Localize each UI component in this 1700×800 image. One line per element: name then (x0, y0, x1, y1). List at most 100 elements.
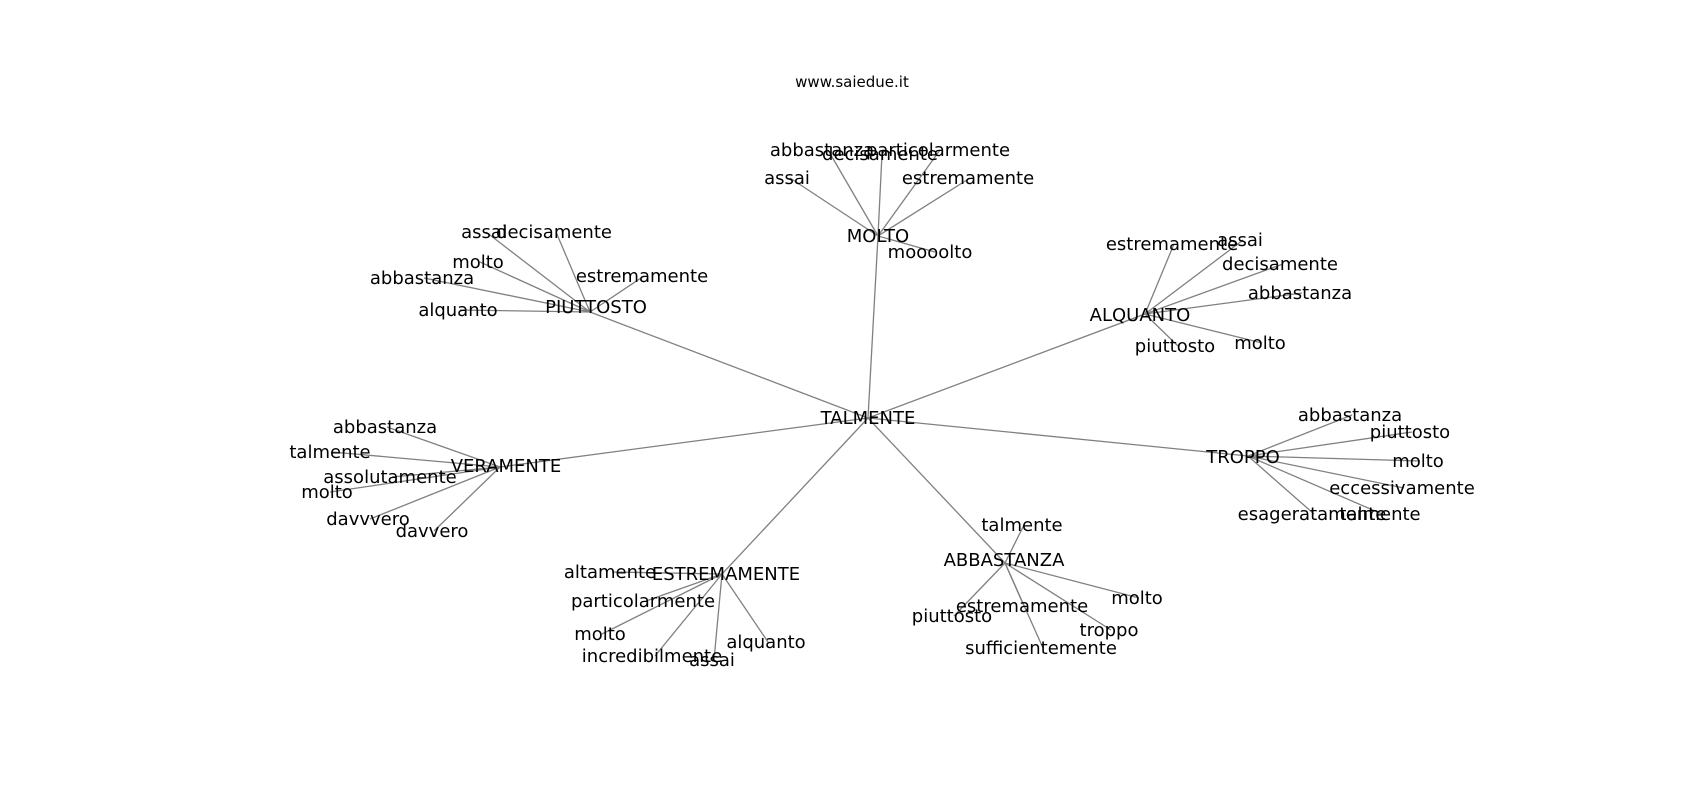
edge-piuttosto-to-decisamente (555, 231, 591, 313)
leaf-label-alquanto-estremamente: estremamente (1106, 234, 1238, 255)
leaf-label-veramente-abbastanza: abbastanza (333, 417, 437, 438)
edge-veramente-to-molto (329, 466, 501, 493)
edge-molto-to-moooolto (877, 235, 936, 253)
hub-label-alquanto: ALQUANTO (1090, 305, 1191, 326)
leaf-label-abbastanza-sufficientemente: sufficientemente (965, 638, 1117, 659)
leaf-label-troppo-abbastanza: abbastanza (1298, 405, 1402, 426)
leaf-label-abbastanza-talmente: talmente (981, 515, 1062, 536)
edge-abbastanza-to-sufficientemente (1004, 562, 1044, 649)
edge-troppo-to-esageratamente (1247, 455, 1315, 515)
edge-center-to-molto (867, 235, 879, 419)
edge-piuttosto-to-assai (485, 231, 591, 313)
edge-troppo-to-abbastanza (1247, 414, 1353, 457)
edge-center-to-piuttosto (589, 311, 869, 419)
edge-piuttosto-to-molto (479, 261, 591, 313)
leaf-label-estremamente-alquanto: alquanto (726, 632, 805, 653)
edge-alquanto-to-decisamente (1144, 263, 1284, 315)
edge-estremamente-to-molto (601, 573, 723, 635)
hub-label-veramente: VERAMENTE (451, 456, 562, 477)
leaf-label-abbastanza-piuttosto: piuttosto (912, 606, 992, 627)
leaf-label-alquanto-abbastanza: abbastanza (1248, 283, 1352, 304)
edge-piuttosto-to-alquanto (459, 309, 591, 313)
edge-center-to-alquanto (867, 313, 1146, 419)
leaf-label-molto-abbastanza: abbastanza (770, 140, 874, 161)
leaf-label-alquanto-decisamente: decisamente (1222, 254, 1338, 275)
edge-troppo-to-eccessivamente (1247, 455, 1405, 489)
leaf-label-piuttosto-abbastanza: abbastanza (370, 268, 474, 289)
leaf-label-estremamente-altamente: altamente (564, 562, 656, 583)
edge-estremamente-to-alquanto (721, 573, 769, 643)
edge-abbastanza-to-troppo (1004, 562, 1112, 631)
edge-piuttosto-to-abbastanza (423, 277, 591, 313)
edge-veramente-to-davvero (433, 466, 501, 532)
edge-molto-to-abbastanza (827, 149, 879, 237)
leaf-label-piuttosto-alquanto: alquanto (418, 300, 497, 321)
edge-veramente-to-abbastanza (386, 426, 501, 468)
hub-label-piuttosto: PIUTTOSTO (545, 297, 647, 318)
edge-center-to-estremamente (721, 417, 869, 575)
edge-veramente-to-talmente (331, 451, 501, 468)
leaf-label-abbastanza-estremamente: estremamente (956, 596, 1088, 617)
leaf-label-molto-moooolto: moooolto (888, 242, 973, 263)
edge-molto-to-particolarmente (877, 149, 941, 237)
leaf-label-troppo-molto: molto (1392, 451, 1444, 472)
leaf-label-veramente-talmente: talmente (289, 442, 370, 463)
leaf-label-troppo-eccessivamente: eccessivamente (1329, 478, 1475, 499)
edge-abbastanza-to-piuttosto (953, 562, 1006, 617)
leaf-label-veramente-davvero: davvero (396, 521, 469, 542)
edge-estremamente-to-assai (713, 573, 723, 661)
edge-estremamente-to-particolarmente (645, 573, 723, 602)
leaf-label-molto-assai: assai (764, 168, 810, 189)
edge-troppo-to-molto (1247, 455, 1421, 462)
leaf-label-piuttosto-molto: molto (452, 252, 504, 273)
leaf-label-veramente-molto: molto (301, 482, 353, 503)
labels-layer: www.saiedue.it TALMENTE MOLTOabbastanzad… (289, 73, 1474, 671)
leaf-label-molto-decisamente: decisamente (822, 144, 938, 165)
edge-molto-to-estremamente (877, 177, 971, 237)
edge-center-to-abbastanza (867, 417, 1006, 564)
leaf-label-piuttosto-decisamente: decisamente (496, 222, 612, 243)
leaf-label-veramente-davvvero: davvvero (326, 509, 410, 530)
edge-veramente-to-assolutamente (391, 466, 501, 478)
edges-layer (329, 149, 1421, 661)
leaf-label-estremamente-particolarmente: particolarmente (571, 591, 715, 612)
leaf-label-veramente-assolutamente: assolutamente (323, 467, 456, 488)
hub-label-troppo: TROPPO (1205, 447, 1280, 468)
leaf-label-abbastanza-troppo: troppo (1080, 620, 1139, 641)
edge-alquanto-to-assai (1144, 239, 1244, 315)
edge-troppo-to-talmente (1247, 455, 1383, 515)
edge-estremamente-to-altamente (611, 571, 723, 575)
leaf-label-estremamente-assai: assai (689, 650, 735, 671)
leaf-label-estremamente-molto: molto (574, 624, 626, 645)
edge-troppo-to-piuttosto (1247, 431, 1413, 457)
edge-alquanto-to-molto (1144, 313, 1263, 344)
leaf-label-troppo-piuttosto: piuttosto (1370, 422, 1450, 443)
leaf-label-troppo-esageratamente: esageratamente (1238, 504, 1387, 525)
edge-veramente-to-davvvero (369, 466, 501, 520)
center-node-label: TALMENTE (820, 408, 916, 429)
leaf-label-estremamente-incredibilmente: incredibilmente (582, 646, 722, 667)
edge-alquanto-to-abbastanza (1144, 292, 1303, 315)
leaf-label-alquanto-molto: molto (1234, 333, 1286, 354)
edge-piuttosto-to-estremamente (589, 275, 645, 313)
edge-alquanto-to-estremamente (1144, 243, 1175, 315)
edge-molto-to-decisamente (877, 153, 883, 237)
leaf-label-abbastanza-molto: molto (1111, 588, 1163, 609)
leaf-label-alquanto-piuttosto: piuttosto (1135, 336, 1215, 357)
leaf-label-molto-estremamente: estremamente (902, 168, 1034, 189)
edge-center-to-veramente (499, 417, 869, 468)
edge-molto-to-assai (789, 177, 879, 237)
leaf-label-piuttosto-assai: assai (461, 222, 507, 243)
leaf-label-molto-particolarmente: particolarmente (866, 140, 1010, 161)
leaf-label-troppo-talmente: talmente (1339, 504, 1420, 525)
edge-center-to-troppo (867, 417, 1249, 457)
edge-abbastanza-to-molto (1004, 562, 1140, 599)
leaf-label-alquanto-assai: assai (1217, 230, 1263, 251)
hub-label-molto: MOLTO (847, 226, 909, 247)
hub-label-estremamente: ESTREMAMENTE (652, 564, 800, 585)
leaf-label-piuttosto-estremamente: estremamente (576, 266, 708, 287)
edge-estremamente-to-incredibilmente (654, 573, 723, 657)
edge-abbastanza-to-talmente (1004, 524, 1025, 564)
hub-label-abbastanza: ABBASTANZA (944, 550, 1065, 571)
